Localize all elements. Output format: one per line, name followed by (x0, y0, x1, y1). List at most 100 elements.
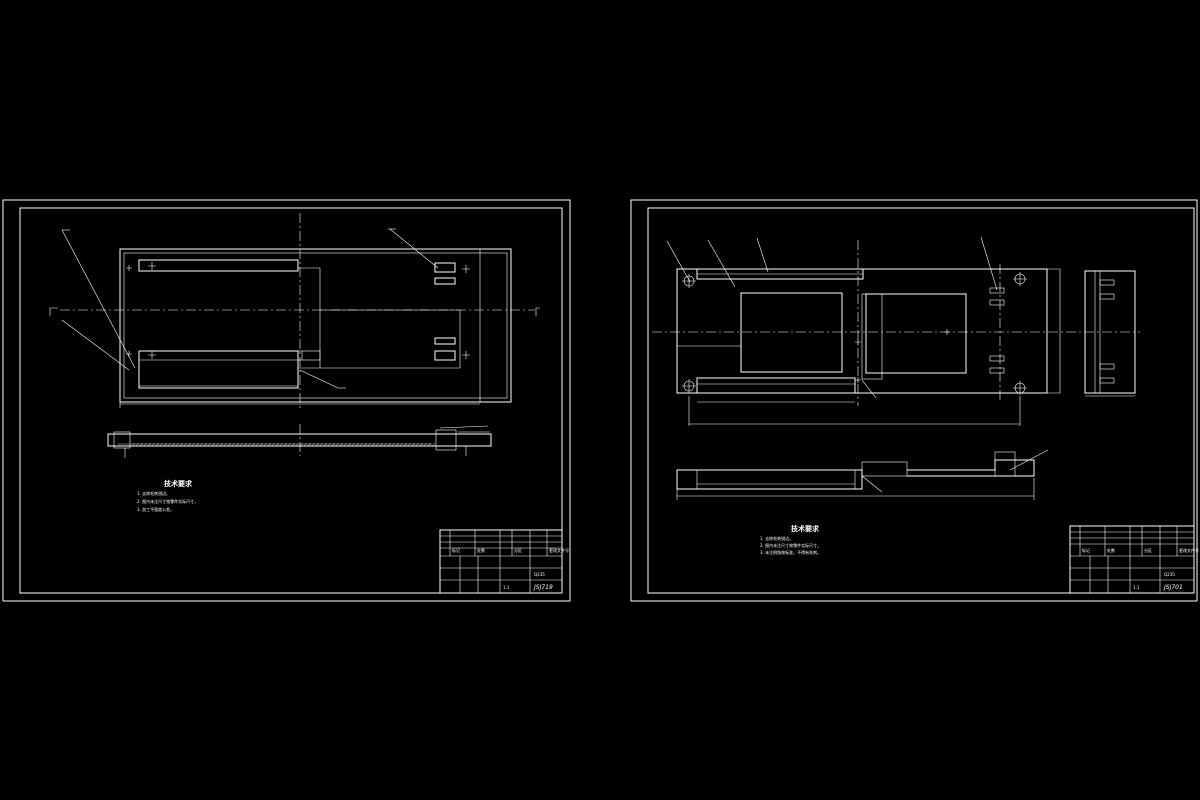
left-plan-view (49, 213, 540, 410)
hatch-line (283, 442, 288, 447)
right-material: Q235 (1164, 572, 1175, 577)
left-note-2: 2. 图内未注尺寸按零件实际尺寸。 (137, 498, 198, 504)
right-leader-3 (756, 237, 769, 273)
hatch-line (423, 442, 428, 447)
left-tb-label-0: 标记 (452, 547, 460, 553)
hatch-line (367, 442, 372, 447)
right-note-2: 2. 图内未注尺寸按零件实际尺寸。 (760, 542, 821, 548)
hatch-line (171, 442, 176, 447)
right-sheet-outer-border (630, 199, 1198, 602)
left-technical-notes: 技术要求 1. 去除毛刺锐边。 2. 图内未注尺寸按零件实际尺寸。 3. 加工平… (137, 479, 198, 512)
right-leader-1 (666, 240, 691, 283)
hatch-line (207, 442, 212, 447)
hatch-line (247, 442, 252, 447)
left-lower-pocket (138, 350, 299, 389)
hatch-line (203, 442, 208, 447)
right-side-view (1084, 270, 1136, 397)
right-front-view (676, 449, 1049, 500)
hatch-line (243, 442, 248, 447)
hatch-line (231, 442, 236, 447)
right-tb-label-1: 处数 (1107, 547, 1115, 553)
hatch-line (211, 442, 216, 447)
hatch-line (307, 442, 312, 447)
hatch-line (295, 442, 300, 447)
hatch-line (399, 442, 404, 447)
hatch-line (379, 442, 384, 447)
left-section-view (107, 424, 492, 458)
left-leader-3 (389, 228, 439, 269)
hatch-line (299, 442, 304, 447)
hatch-line (183, 442, 188, 447)
hatch-line (291, 442, 296, 447)
left-tb-label-2: 分区 (514, 547, 522, 553)
right-tb-scale: 1:1 (1133, 585, 1140, 590)
hatch-line (359, 442, 364, 447)
hatch-line (351, 442, 356, 447)
hatch-line (255, 442, 260, 447)
hatch-line (311, 442, 316, 447)
hatch-line (263, 442, 268, 447)
hatch-line (271, 442, 276, 447)
hatch-line (315, 442, 320, 447)
hatch-line (235, 442, 240, 447)
hatch-line (151, 442, 156, 447)
hatch-line (239, 442, 244, 447)
hatch-line (355, 442, 360, 447)
hatch-line (143, 442, 148, 447)
hatch-line (303, 442, 308, 447)
hatch-line (219, 442, 224, 447)
hatch-line (387, 442, 392, 447)
right-center-window (740, 292, 843, 373)
right-note-1: 1. 去除毛刺锐边。 (760, 535, 793, 541)
hatch-line (371, 442, 376, 447)
hatch-line (327, 442, 332, 447)
left-slot-lower-right (434, 350, 456, 361)
hatch-line (415, 442, 420, 447)
right-title-block: 标记 处数 分区 更改文件号 Q235 JSJ701 1:1 (1069, 525, 1199, 594)
right-tb-label-0: 标记 (1082, 547, 1090, 553)
hatch-line (195, 442, 200, 447)
hatch-line (223, 442, 228, 447)
hatch-line (131, 442, 136, 447)
left-material: Q235 (534, 572, 545, 577)
hatch-line (375, 442, 380, 447)
hatch-line (287, 442, 292, 447)
hatch-line (395, 442, 400, 447)
left-drawing-number: JSJ719 (533, 584, 553, 591)
left-section-hatching (131, 442, 436, 447)
hatch-line (215, 442, 220, 447)
hatch-line (187, 442, 192, 447)
hatch-line (175, 442, 180, 447)
hatch-line (347, 442, 352, 447)
left-title-block: 标记 处数 分区 更改文件号 Q235 JSJ719 1:1 (439, 529, 569, 594)
hatch-line (275, 442, 280, 447)
hatch-line (431, 442, 436, 447)
right-tb-label-3: 更改文件号 (1179, 547, 1199, 553)
hatch-line (403, 442, 408, 447)
hatch-line (331, 442, 336, 447)
right-motor-block (865, 293, 967, 374)
right-technical-notes: 技术要求 1. 去除毛刺锐边。 2. 图内未注尺寸按零件实际尺寸。 3. 未注倒… (760, 524, 821, 555)
hatch-line (319, 442, 324, 447)
right-plan-view (652, 236, 1140, 426)
left-upper-slot (138, 259, 299, 272)
hatch-line (363, 442, 368, 447)
hatch-line (427, 442, 432, 447)
left-leader-1 (61, 229, 136, 369)
hatch-line (163, 442, 168, 447)
hatch-line (407, 442, 412, 447)
left-tb-label-3: 更改文件号 (549, 547, 569, 553)
hatch-line (147, 442, 152, 447)
hatch-line (251, 442, 256, 447)
hatch-line (339, 442, 344, 447)
hatch-line (391, 442, 396, 447)
left-drawing-sheet: 技术要求 1. 去除毛刺锐边。 2. 图内未注尺寸按零件实际尺寸。 3. 加工平… (2, 199, 571, 602)
right-lower-rail (696, 377, 856, 394)
hatch-line (179, 442, 184, 447)
right-sheet-inner-frame (647, 207, 1195, 594)
hatch-line (155, 442, 160, 447)
left-tb-scale: 1:1 (503, 585, 510, 590)
right-tech-title: 技术要求 (791, 524, 820, 533)
left-leader-2 (61, 319, 130, 371)
